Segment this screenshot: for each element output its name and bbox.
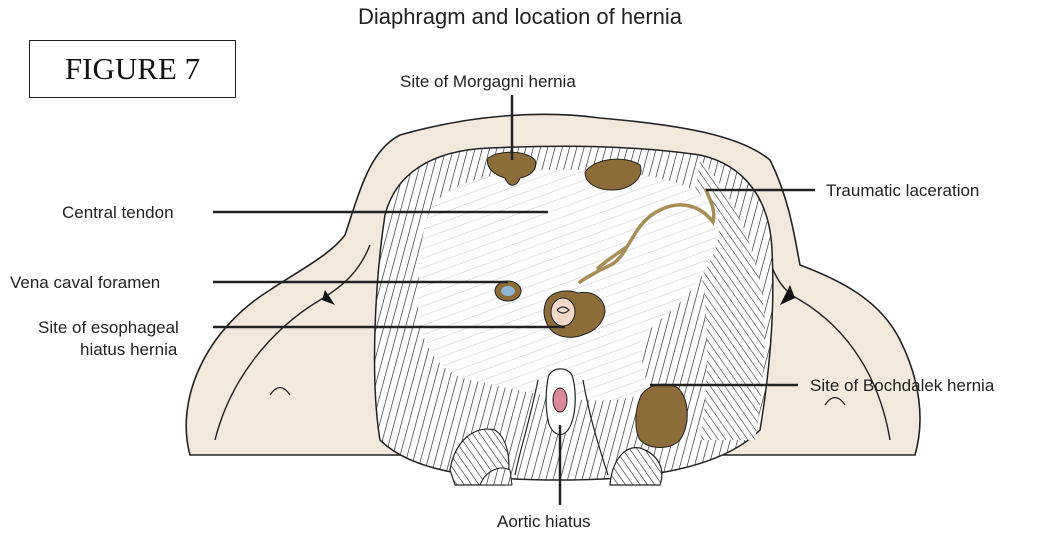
label-traumatic: Traumatic laceration <box>826 181 979 201</box>
label-aortic: Aortic hiatus <box>497 512 591 532</box>
bochdalek-hernia <box>636 384 687 447</box>
label-bochdalek: Site of Bochdalek hernia <box>810 376 994 396</box>
label-morgagni: Site of Morgagni hernia <box>400 72 576 92</box>
label-esophageal-2: hiatus hernia <box>80 340 177 360</box>
label-central-tendon: Central tendon <box>62 203 174 223</box>
label-esophageal-1: Site of esophageal <box>38 318 179 338</box>
label-vena-caval: Vena caval foramen <box>10 273 160 293</box>
